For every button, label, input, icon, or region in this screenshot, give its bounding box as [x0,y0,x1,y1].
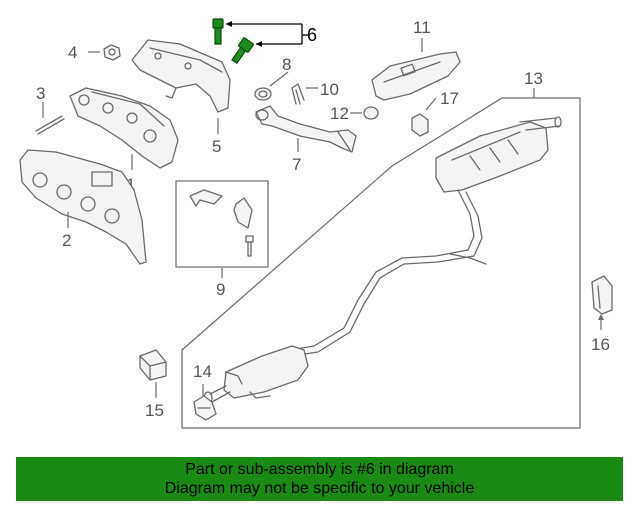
callout-5[interactable]: 5 [212,137,221,156]
leader-6 [226,21,308,47]
callout-17[interactable]: 17 [440,89,459,108]
part-1-exhaust-manifold[interactable] [69,87,179,169]
part-12-gasket[interactable] [363,106,379,120]
banner-line-2: Diagram may not be specific to your vehi… [164,480,475,497]
callout-2[interactable]: 2 [62,231,71,250]
part-info-banner: Part or sub-assembly is #6 in diagram Di… [16,457,623,501]
callout-15[interactable]: 15 [145,401,164,420]
callout-12[interactable]: 12 [330,104,349,123]
part-13-box [181,97,581,429]
callout-6[interactable]: 6 [307,25,317,45]
part-14-clamp[interactable] [193,395,217,421]
part-7-front-pipe[interactable] [255,105,357,153]
part-5-heat-shield[interactable] [131,39,231,113]
part-9-box [175,180,269,268]
callout-4[interactable]: 4 [68,43,77,62]
part-16-insulator[interactable] [591,275,613,315]
part-4-nut[interactable] [103,44,121,61]
callout-10[interactable]: 10 [320,80,339,99]
part-11-converter[interactable] [371,51,461,101]
callout-14[interactable]: 14 [193,362,212,381]
exhaust-parts-diagram: 3 4 5 1 2 [19,18,613,429]
callout-7[interactable]: 7 [292,155,301,174]
arrow-16 [598,314,604,320]
part-2-manifold-gasket[interactable] [19,149,147,265]
part-9-bracket-kit[interactable] [189,189,254,257]
bolt-lower [231,37,254,65]
leader-8 [269,71,289,87]
callout-13[interactable]: 13 [524,69,543,88]
part-17-insulator[interactable] [411,113,429,137]
callout-11[interactable]: 11 [413,18,431,37]
part-13-muffler-assembly[interactable] [203,116,562,405]
part-15-insulator[interactable] [139,349,167,381]
callout-8[interactable]: 8 [282,55,291,74]
part-6-bolts[interactable] [212,18,254,65]
part-10-hanger[interactable] [291,83,305,105]
callout-3[interactable]: 3 [36,84,45,103]
callout-16[interactable]: 16 [591,335,610,354]
part-8-gasket[interactable] [254,87,272,101]
banner-line-1: Part or sub-assembly is #6 in diagram [185,461,454,478]
bolt-upper [212,18,224,45]
callout-9[interactable]: 9 [216,280,225,299]
leader-17 [425,97,437,111]
part-3-stud[interactable] [35,115,65,135]
